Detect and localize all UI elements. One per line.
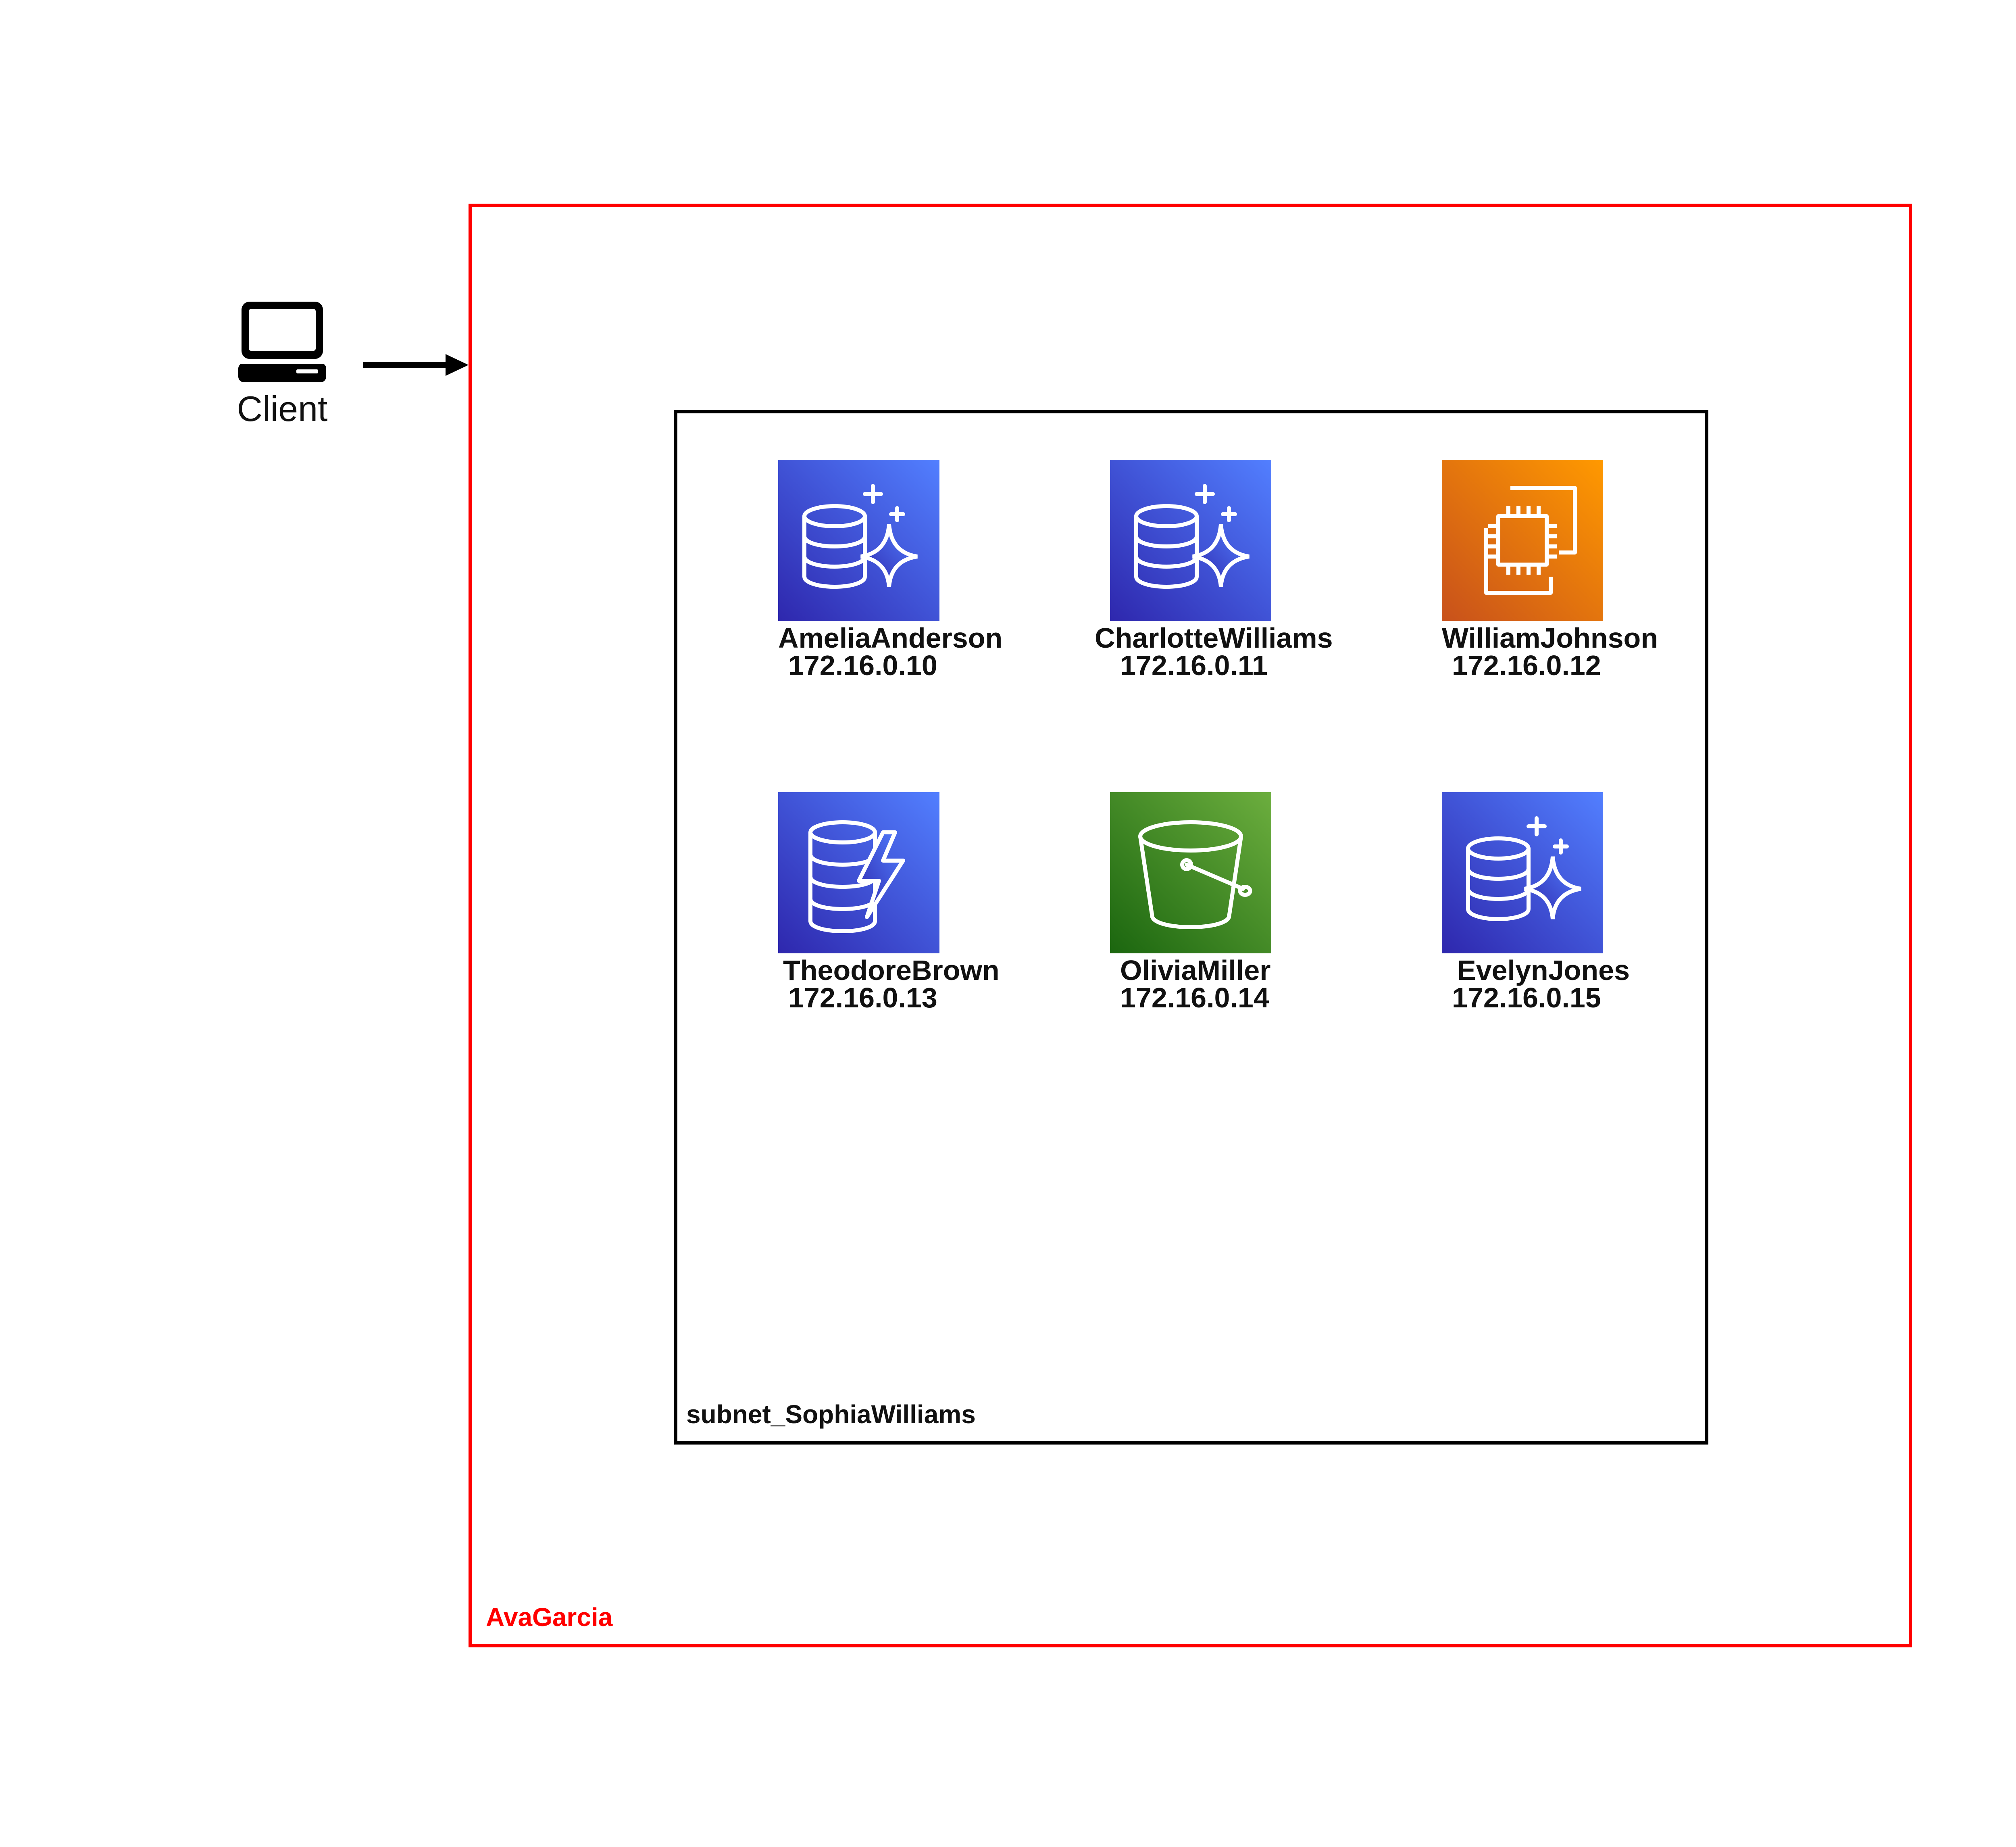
- node-ip: 172.16.0.14: [1120, 982, 1269, 1013]
- aurora-database-icon: [778, 460, 939, 621]
- node-name: AmeliaAnderson: [778, 622, 1003, 654]
- service-node[interactable]: CharlotteWilliams 172.16.0.11: [1095, 460, 1352, 681]
- node-name: CharlotteWilliams: [1095, 622, 1333, 654]
- node-ip: 172.16.0.11: [1120, 650, 1268, 681]
- client-label: Client: [237, 389, 328, 429]
- node-ip: 172.16.0.15: [1452, 982, 1601, 1013]
- dynamodb-icon: [778, 792, 939, 953]
- subnet-label: subnet_SophiaWilliams: [686, 1400, 976, 1429]
- service-node[interactable]: AmeliaAnderson 172.16.0.10: [778, 460, 1020, 681]
- vpc-label: AvaGarcia: [486, 1603, 613, 1632]
- ec2-instance-icon: [1442, 460, 1603, 621]
- s3-bucket-icon: [1110, 792, 1271, 953]
- service-node[interactable]: WilliamJohnson 172.16.0.12: [1442, 460, 1684, 681]
- vpc-container[interactable]: AvaGarcia: [469, 204, 1912, 1647]
- node-name: EvelynJones: [1457, 955, 1630, 986]
- aurora-database-icon: [1110, 460, 1271, 621]
- node-name: WilliamJohnson: [1442, 622, 1658, 654]
- subnet-container[interactable]: subnet_SophiaWilliams: [674, 410, 1708, 1445]
- node-name: TheodoreBrown: [783, 955, 1000, 986]
- node-ip: 172.16.0.13: [788, 982, 937, 1013]
- laptop-icon: [238, 302, 326, 382]
- connection-arrow: [363, 354, 469, 376]
- service-node[interactable]: EvelynJones 172.16.0.15: [1442, 792, 1684, 1013]
- service-node[interactable]: TheodoreBrown 172.16.0.13: [778, 792, 1020, 1013]
- node-name: OliviaMiller: [1120, 955, 1271, 986]
- service-node[interactable]: OliviaMiller 172.16.0.14: [1110, 792, 1352, 1013]
- node-ip: 172.16.0.10: [788, 650, 937, 681]
- client-node[interactable]: Client: [234, 298, 331, 427]
- aurora-database-icon: [1442, 792, 1603, 953]
- node-ip: 172.16.0.12: [1452, 650, 1601, 681]
